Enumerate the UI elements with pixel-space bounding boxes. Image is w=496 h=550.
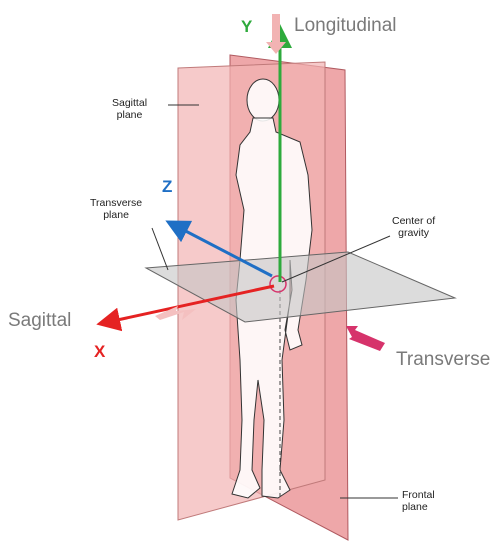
transverse-arrow [346,326,385,351]
z-axis-letter: Z [162,178,172,197]
sagittal-label: Sagittal [8,311,71,332]
transverse-label: Transverse [396,350,490,371]
sagittal-plane-label: Sagittal plane [112,98,147,121]
frontal-plane-label: Frontal plane [402,490,435,513]
transverse-plane-leader [152,228,168,270]
y-axis-letter: Y [241,18,252,37]
x-axis-letter: X [94,343,105,362]
longitudinal-arrow-indicator [266,14,286,54]
center-of-gravity-label: Center of gravity [392,216,435,239]
longitudinal-label: Longitudinal [294,16,396,37]
transverse-plane-label: Transverse plane [90,198,142,221]
